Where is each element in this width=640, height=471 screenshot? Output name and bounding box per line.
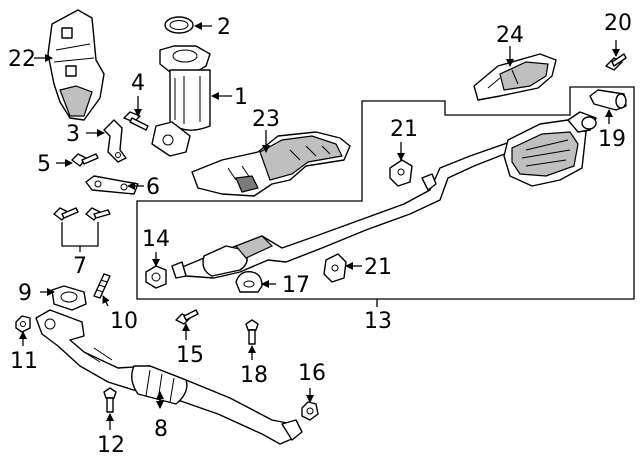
- assembly-13-boundary: [136, 86, 635, 300]
- callout-21-upper: 21: [390, 117, 418, 142]
- studs-7: [53, 207, 111, 221]
- leader-lines: [19, 22, 620, 430]
- callout-19: 19: [598, 127, 626, 152]
- callout-23: 23: [252, 107, 280, 132]
- nut-16: [301, 401, 319, 421]
- bolt-12: [103, 387, 117, 413]
- callout-21-lower: 21: [364, 255, 392, 280]
- gasket-14: [145, 265, 167, 289]
- callout-8: 8: [154, 417, 168, 442]
- callout-2: 2: [217, 15, 231, 40]
- converter-gasket: [164, 16, 194, 34]
- upper-heat-shield: [47, 9, 105, 121]
- callout-18: 18: [240, 363, 268, 388]
- stud-10: [93, 273, 111, 299]
- callout-20: 20: [604, 11, 632, 36]
- rear-heat-shield: [473, 53, 557, 101]
- hanger-21-lower: [323, 253, 347, 283]
- exhaust-tip: [589, 89, 627, 111]
- callout-16: 16: [298, 361, 326, 386]
- bolt-4: [123, 111, 149, 131]
- bracket-3: [103, 119, 127, 163]
- callout-11: 11: [10, 349, 38, 374]
- callout-1: 1: [234, 85, 248, 110]
- callout-5: 5: [37, 152, 51, 177]
- muffler-assembly: [171, 111, 597, 279]
- callout-17: 17: [282, 273, 310, 298]
- callout-3: 3: [66, 122, 80, 147]
- nut-11: [15, 315, 31, 333]
- front-pipe: [35, 309, 303, 445]
- catalytic-converter: [151, 45, 211, 157]
- callout-15: 15: [176, 343, 204, 368]
- hanger-21-upper: [389, 159, 413, 187]
- bolt-5: [71, 153, 99, 167]
- callout-22: 22: [8, 47, 36, 72]
- bolt-20: [605, 53, 627, 71]
- callout-9: 9: [18, 281, 32, 306]
- callout-10: 10: [110, 309, 138, 334]
- callout-4: 4: [131, 71, 145, 96]
- bracket-6: [85, 175, 139, 195]
- callout-7: 7: [73, 254, 87, 279]
- callout-14: 14: [142, 227, 170, 252]
- lower-heat-shield: [191, 131, 351, 197]
- bolt-15: [175, 309, 199, 325]
- bolt-18: [245, 319, 259, 345]
- callout-13: 13: [364, 309, 392, 334]
- insulator-17: [235, 271, 263, 293]
- callout-12: 12: [97, 433, 125, 458]
- gasket-9: [51, 285, 87, 311]
- callout-24: 24: [496, 23, 524, 48]
- callout-6: 6: [146, 175, 160, 200]
